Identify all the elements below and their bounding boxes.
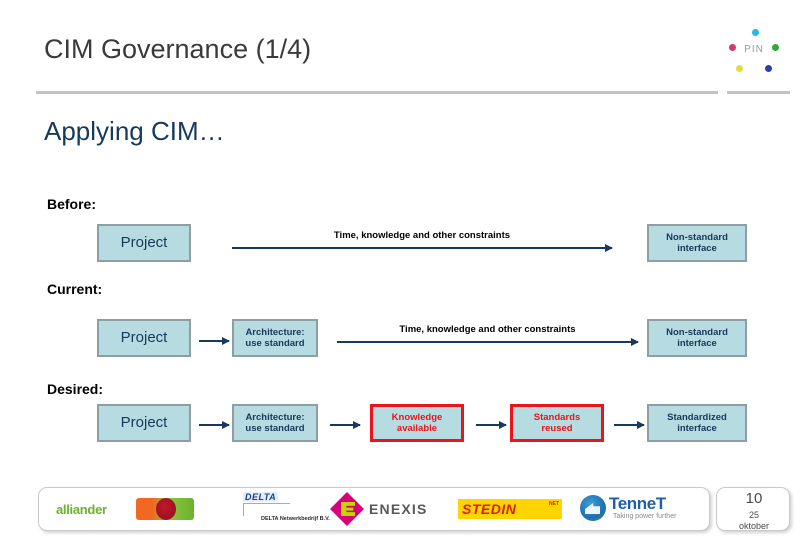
current-box-architecture-line2: use standard: [245, 338, 305, 349]
current-box-non-standard-interface: Non-standard interface: [647, 319, 747, 357]
desired-box-standards-line1: Standards: [533, 411, 581, 423]
header-divider-left: [36, 91, 718, 94]
tennet-logo: TenneT Taking power further: [580, 494, 710, 526]
current-arrow-1-icon: [199, 337, 230, 345]
page-title: CIM Governance (1/4): [44, 34, 312, 64]
current-arrow-2-icon: [337, 338, 639, 346]
before-box-non-standard-line1: Non-standard: [666, 231, 728, 243]
desired-box-knowledge-available: Knowledge available: [370, 404, 464, 442]
before-arrow-icon: [232, 244, 613, 252]
desired-box-standardized-interface: Standardized interface: [647, 404, 747, 442]
current-box-project: Project: [97, 319, 191, 357]
current-arrow-label: Time, knowledge and other constraints: [399, 324, 576, 335]
desired-box-knowledge-line1: Knowledge: [391, 411, 443, 423]
desired-box-architecture-line1: Architecture:: [245, 411, 305, 423]
pin-dot-green-icon: [772, 44, 779, 51]
section-label-desired: Desired:: [47, 381, 104, 397]
desired-box-standardized-line1: Standardized: [667, 411, 727, 423]
desired-box-architecture: Architecture: use standard: [232, 404, 318, 442]
header-divider-right: [727, 91, 790, 94]
delta-logo: DELTA DELTA Netwerkbedrijf B.V.: [243, 492, 333, 530]
page-info-box: 10 25 oktober: [716, 487, 790, 531]
stedin-logo: STEDIN NET: [458, 499, 562, 519]
desired-arrow-1-icon: [199, 421, 230, 429]
alliander-logo: alliander: [56, 498, 196, 522]
tennet-logo-label: TenneT: [609, 494, 666, 513]
pin-dot-blue-icon: [765, 65, 772, 72]
pin-dot-cyan-icon: [752, 29, 759, 36]
delta-logo-label: DELTA: [243, 492, 279, 502]
desired-box-standards-line2: reused: [541, 423, 573, 434]
alliander-circle-icon: [156, 498, 176, 520]
enexis-logo: ENEXIS: [330, 492, 455, 526]
page-number: 10: [745, 490, 763, 507]
enexis-logo-label: ENEXIS: [369, 501, 428, 517]
delta-grid-icon: [243, 503, 290, 516]
desired-box-knowledge-line2: available: [396, 423, 438, 434]
subtitle: Applying CIM…: [44, 116, 225, 146]
current-box-architecture-line1: Architecture:: [245, 326, 305, 338]
date-day: 25: [748, 510, 759, 520]
desired-box-standardized-line2: interface: [677, 423, 717, 434]
before-box-non-standard-line2: interface: [677, 243, 717, 254]
stedin-logo-suffix: NET: [549, 501, 559, 507]
before-arrow-label: Time, knowledge and other constraints: [333, 230, 511, 241]
current-box-project-label: Project: [120, 329, 168, 347]
desired-box-standards-reused: Standards reused: [510, 404, 604, 442]
pin-dot-yellow-icon: [736, 65, 743, 72]
desired-box-project-label: Project: [120, 414, 168, 432]
date-month: oktober: [738, 521, 770, 531]
desired-arrow-4-icon: [614, 421, 645, 429]
section-label-current: Current:: [47, 281, 103, 297]
desired-box-architecture-line2: use standard: [245, 423, 305, 434]
pin-logo-label: PIN: [744, 44, 764, 55]
pin-dot-magenta-icon: [729, 44, 736, 51]
tennet-logo-tagline: Taking power further: [613, 513, 677, 520]
current-box-architecture: Architecture: use standard: [232, 319, 318, 357]
before-box-non-standard-interface: Non-standard interface: [647, 224, 747, 262]
before-box-project-label: Project: [120, 234, 168, 252]
current-box-non-standard-line2: interface: [677, 338, 717, 349]
section-label-before: Before:: [47, 196, 97, 212]
enexis-e-icon: [341, 502, 355, 516]
current-box-non-standard-line1: Non-standard: [666, 326, 728, 338]
desired-arrow-3-icon: [476, 421, 507, 429]
tennet-mark-icon: [580, 495, 606, 521]
stedin-logo-label: STEDIN: [462, 501, 517, 517]
before-box-project: Project: [97, 224, 191, 262]
alliander-logo-label: alliander: [56, 502, 107, 517]
desired-box-project: Project: [97, 404, 191, 442]
pin-logo: PIN: [718, 24, 790, 80]
desired-arrow-2-icon: [330, 421, 361, 429]
delta-logo-sublabel: DELTA Netwerkbedrijf B.V.: [261, 516, 330, 522]
